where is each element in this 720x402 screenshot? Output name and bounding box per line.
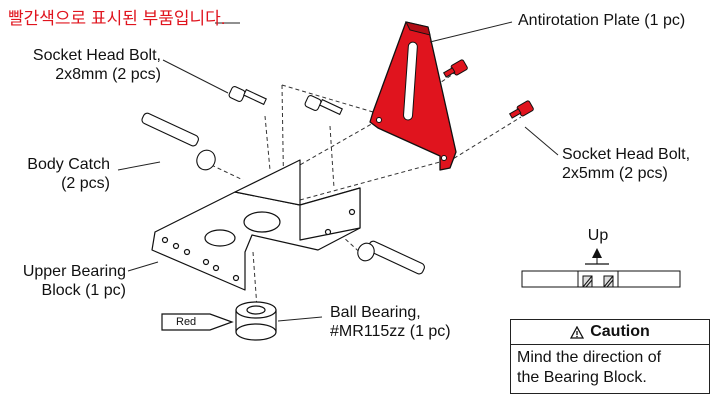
label-body-catch-line2: (2 pcs)	[61, 175, 110, 192]
caution-header: Caution	[511, 320, 709, 345]
body-catch	[141, 112, 425, 275]
caution-line1: Mind the direction of	[517, 349, 662, 366]
label-ball-bearing-line1: Ball Bearing,	[330, 304, 421, 321]
label-upper-bearing-line1: Upper Bearing	[22, 263, 126, 280]
label-ball-bearing-line2: #MR115zz (1 pc)	[330, 323, 451, 340]
socket-bolt-2x8	[228, 86, 343, 116]
caution-text: Mind the direction of the Bearing Block.	[511, 345, 709, 391]
leader-lines	[117, 21, 559, 322]
label-socket-bolt-2x5: Socket Head Bolt, 2x5mm (2 pcs)	[562, 145, 690, 183]
label-body-catch: Body Catch (2 pcs)	[10, 155, 110, 193]
label-antirotation-plate: Antirotation Plate (1 pc)	[518, 12, 686, 29]
red-tag-label: Red	[176, 316, 197, 328]
label-upper-bearing-line2: Block (1 pc)	[41, 282, 126, 299]
label-socket-bolt-2x8-line1: Socket Head Bolt,	[32, 47, 161, 64]
up-label: Up	[587, 227, 609, 244]
socket-bolt-2x5-red	[442, 59, 534, 119]
red-tag-shape	[161, 313, 234, 331]
caution-box: Caution Mind the direction of the Bearin…	[510, 319, 710, 394]
antirotation-plate	[369, 21, 457, 171]
label-ball-bearing: Ball Bearing, #MR115zz (1 pc)	[330, 303, 451, 341]
warning-triangle-icon	[570, 325, 585, 339]
up-indicator	[585, 248, 609, 265]
caution-line2: the Bearing Block.	[517, 369, 647, 386]
label-socket-bolt-2x5-line2: 2x5mm (2 pcs)	[562, 165, 668, 182]
bearing-block-cross-section	[521, 270, 681, 288]
label-socket-bolt-2x5-line1: Socket Head Bolt,	[562, 146, 691, 163]
label-socket-bolt-2x8: Socket Head Bolt, 2x8mm (2 pcs)	[18, 46, 161, 84]
label-body-catch-line1: Body Catch	[27, 156, 110, 173]
label-upper-bearing-block: Upper Bearing Block (1 pc)	[8, 262, 126, 300]
label-socket-bolt-2x8-line2: 2x8mm (2 pcs)	[55, 66, 161, 83]
ball-bearing	[235, 301, 277, 341]
caution-title: Caution	[590, 323, 650, 340]
red-parts-note: 빨간색으로 표시된 부품입니다.	[8, 9, 226, 28]
upper-bearing-block	[151, 159, 361, 291]
